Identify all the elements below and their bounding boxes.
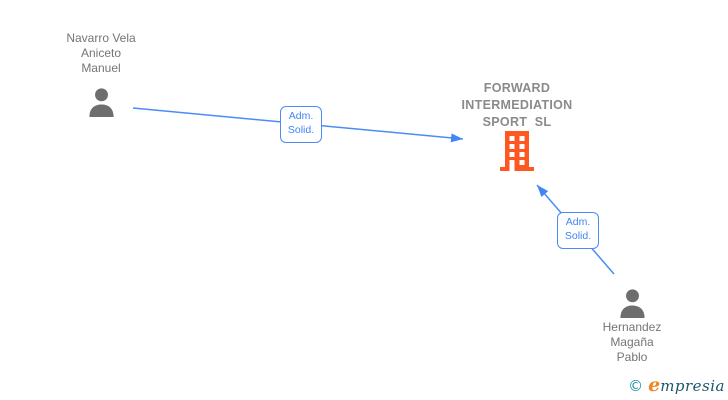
company-name-line: SPORT SL <box>482 115 552 129</box>
company-name-line: FORWARD <box>483 81 551 95</box>
person1-name-line: Manuel <box>81 61 121 75</box>
node-label-person1[interactable]: Navarro Vela Aniceto Manuel <box>21 31 181 76</box>
copyright-icon: © <box>628 377 644 395</box>
company-name-line: INTERMEDIATION <box>461 98 573 112</box>
node-label-person2[interactable]: Hernandez Magaña Pablo <box>552 320 712 365</box>
person2-name-line: Pablo <box>616 350 648 364</box>
person2-name-line: Hernandez <box>602 320 662 334</box>
person2-name-line: Magaña <box>610 335 654 349</box>
person-icon[interactable] <box>618 288 647 324</box>
person-icon[interactable] <box>87 87 116 123</box>
edge-label-line: Adm. <box>288 110 314 122</box>
empresia-watermark: © e mpresia <box>628 374 725 396</box>
person1-name-line: Navarro Vela <box>66 31 136 45</box>
building-icon[interactable] <box>499 131 535 176</box>
edge-label-line: Solid. <box>287 124 315 136</box>
brand-initial: e <box>648 374 661 396</box>
edge-label-line: Solid. <box>564 230 592 242</box>
node-label-company[interactable]: FORWARD INTERMEDIATION SPORT SL <box>417 80 617 131</box>
edge-label-line: Adm. <box>565 216 591 228</box>
edge-label-adm-solid-2: Adm. Solid. <box>557 212 599 249</box>
brand-name: mpresia <box>660 377 725 395</box>
person1-name-line: Aniceto <box>80 46 122 60</box>
edge-label-adm-solid-1: Adm. Solid. <box>280 106 322 143</box>
